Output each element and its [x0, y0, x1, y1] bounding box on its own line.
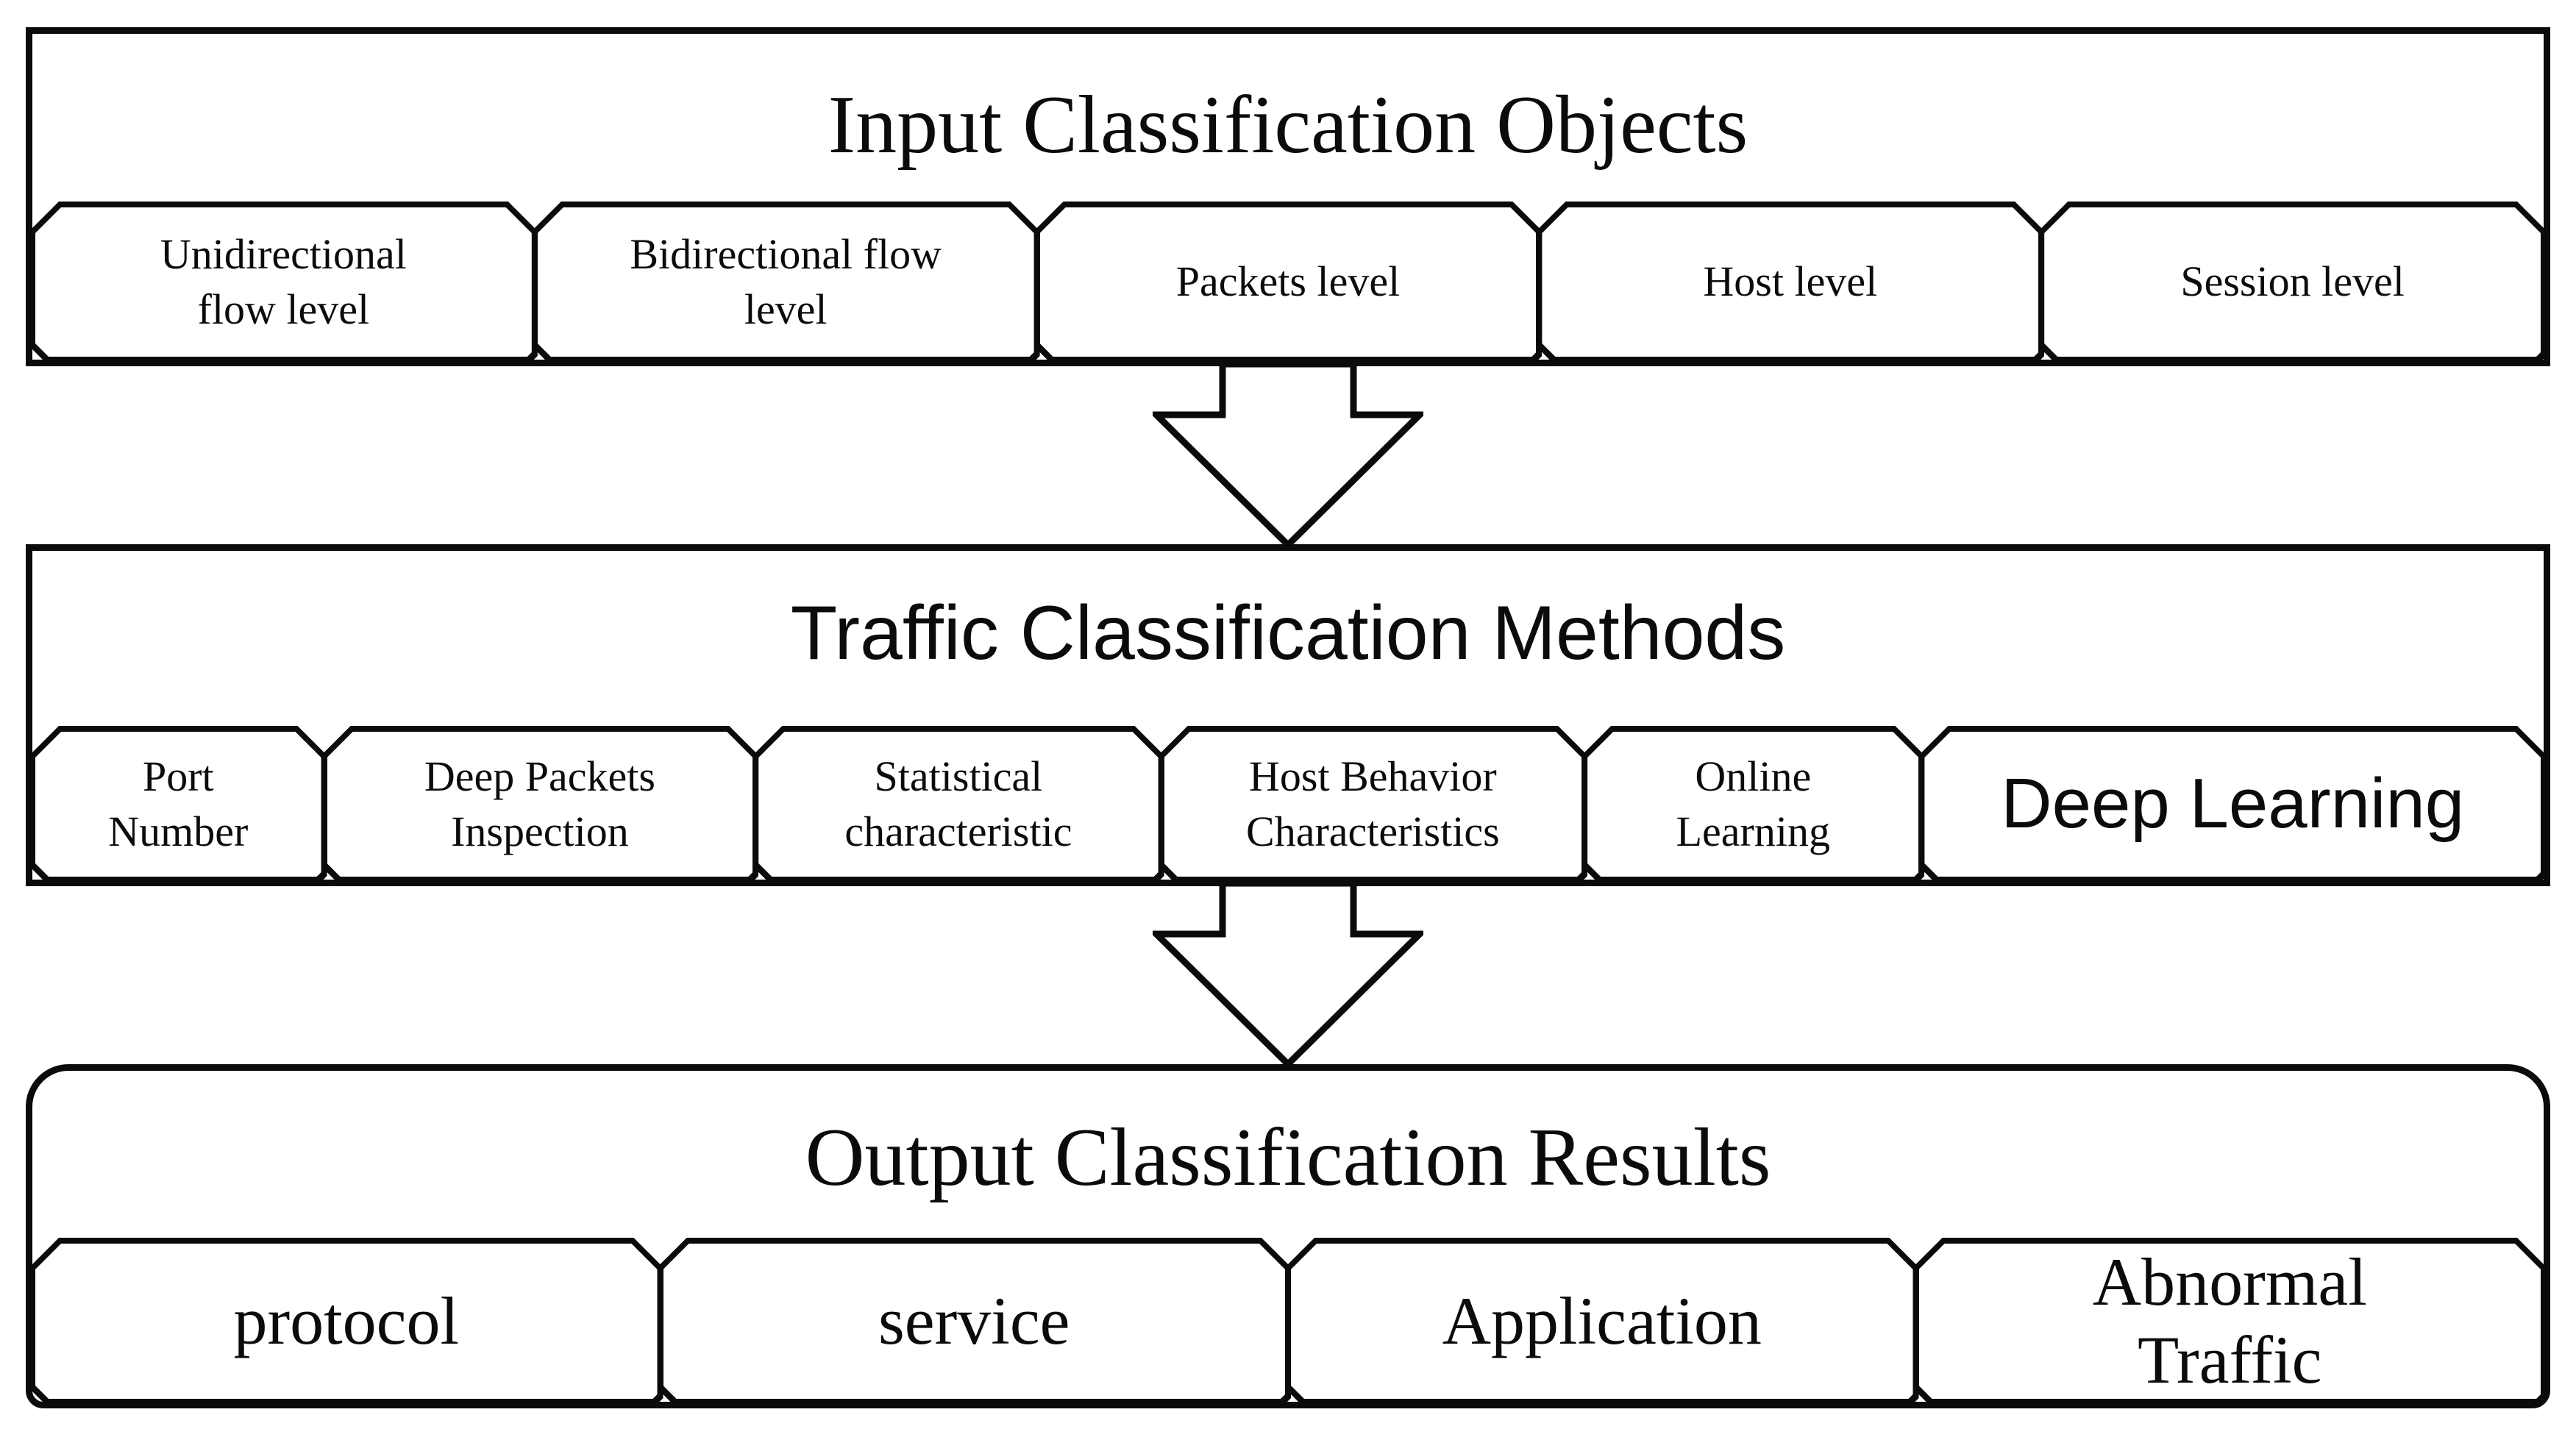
node-label: Host Behavior Characteristics	[1246, 752, 1500, 855]
node-packets-level: Packets level	[1034, 202, 1543, 363]
node-label: Abnormal Traffic	[2092, 1244, 2367, 1397]
node-label: Packets level	[1175, 257, 1401, 306]
node-label: Deep Learning	[2001, 764, 2465, 844]
node-label: service	[878, 1283, 1070, 1358]
node-label: Application	[1442, 1283, 1762, 1358]
node-unidirectional-flow-level: Unidirectional flow level	[29, 202, 538, 363]
node-label: Port Number	[108, 752, 249, 855]
methods-node-strip: Port Number Deep Packets Inspection Stat…	[29, 726, 2547, 883]
section-output-classification-results: Output Classification Results protocol s…	[26, 1064, 2550, 1408]
node-service: service	[658, 1238, 1292, 1405]
node-bidirectional-flow-level: Bidirectional flow level	[532, 202, 1040, 363]
node-label: protocol	[233, 1283, 460, 1358]
node-label: Unidirectional flow level	[160, 230, 407, 333]
node-label: Bidirectional flow level	[630, 230, 942, 333]
down-arrow-icon	[1153, 360, 1423, 549]
node-label: Online Learning	[1676, 752, 1830, 855]
node-host-behavior-characteristics: Host Behavior Characteristics	[1159, 726, 1588, 883]
down-arrow-methods-to-results	[1153, 880, 1423, 1068]
node-deep-packets-inspection: Deep Packets Inspection	[321, 726, 759, 883]
node-host-level: Host level	[1536, 202, 2044, 363]
node-label: Host level	[1703, 257, 1878, 306]
node-abnormal-traffic: Abnormal Traffic	[1913, 1238, 2547, 1405]
node-label: Statistical characteristic	[844, 752, 1072, 855]
section-title-methods: Traffic Classification Methods	[790, 591, 1786, 676]
results-node-strip: protocol service Application Abnormal Tr…	[29, 1238, 2547, 1405]
node-statistical-characteristic: Statistical characteristic	[752, 726, 1164, 883]
down-arrow-icon	[1153, 880, 1423, 1068]
node-online-learning: Online Learning	[1581, 726, 1924, 883]
node-deep-learning: Deep Learning	[1918, 726, 2547, 883]
node-protocol: protocol	[29, 1238, 663, 1405]
node-session-level: Session level	[2038, 202, 2547, 363]
node-label: Deep Packets Inspection	[424, 752, 655, 855]
down-arrow-objects-to-methods	[1153, 360, 1423, 549]
node-application: Application	[1285, 1238, 1919, 1405]
section-title-results: Output Classification Results	[805, 1112, 1771, 1203]
section-title-input: Input Classification Objects	[828, 79, 1748, 171]
section-input-classification-objects: Input Classification Objects Unidirectio…	[26, 27, 2550, 366]
node-port-number: Port Number	[29, 726, 327, 883]
section-traffic-classification-methods: Traffic Classification Methods Port Numb…	[26, 544, 2550, 886]
node-label: Session level	[2180, 257, 2405, 306]
input-objects-node-strip: Unidirectional flow level Bidirectional …	[29, 202, 2547, 363]
